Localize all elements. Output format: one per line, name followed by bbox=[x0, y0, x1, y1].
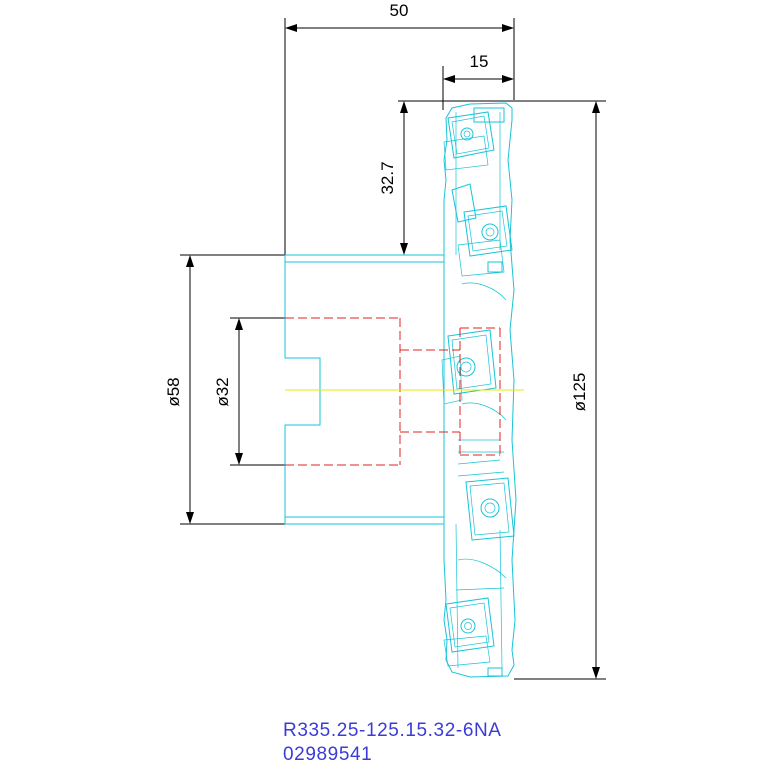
arrowhead bbox=[592, 101, 600, 113]
arrowhead bbox=[502, 75, 514, 83]
torx-screw-icon bbox=[481, 223, 499, 241]
torx-screw-icon bbox=[480, 498, 500, 518]
insert-upper bbox=[451, 183, 513, 301]
dim-label-offset: 32.7 bbox=[378, 161, 397, 194]
arrowhead bbox=[400, 243, 408, 255]
dimension-cutter-diameter: ø125 bbox=[514, 100, 606, 680]
dimension-insert-width: 15 bbox=[442, 52, 514, 110]
dim-label-body-diameter: ø58 bbox=[164, 377, 183, 406]
torx-screw-icon bbox=[456, 357, 476, 377]
dimension-overall-length: 50 bbox=[284, 1, 515, 255]
arrowhead bbox=[235, 318, 243, 330]
dim-label-overall-length: 50 bbox=[390, 1, 409, 20]
dim-label-cutter-diameter: ø125 bbox=[570, 373, 589, 412]
torx-screw-icon bbox=[460, 127, 474, 141]
arrowhead bbox=[502, 24, 514, 32]
insert-middle bbox=[441, 329, 507, 453]
arrowhead bbox=[443, 75, 455, 83]
part-number: R335.25-125.15.32-6NA bbox=[283, 720, 502, 741]
insert-bottom bbox=[443, 597, 503, 677]
hidden-bore-lines bbox=[285, 317, 501, 466]
dimension-bore-diameter: ø32 bbox=[213, 317, 285, 466]
arrowhead bbox=[592, 667, 600, 679]
arrowhead bbox=[235, 453, 243, 465]
dim-label-bore-diameter: ø32 bbox=[213, 377, 232, 406]
insert-top bbox=[443, 107, 505, 171]
torx-screw-icon bbox=[460, 618, 476, 634]
arrowhead bbox=[186, 512, 194, 524]
arrowhead bbox=[400, 101, 408, 113]
tool-body bbox=[284, 102, 517, 678]
insert-lower bbox=[455, 459, 515, 591]
dimension-body-diameter: ø58 bbox=[164, 254, 285, 525]
dim-label-insert-width: 15 bbox=[470, 52, 489, 71]
item-code: 02989541 bbox=[283, 744, 372, 765]
arrowhead bbox=[186, 255, 194, 267]
arrowhead bbox=[285, 24, 297, 32]
